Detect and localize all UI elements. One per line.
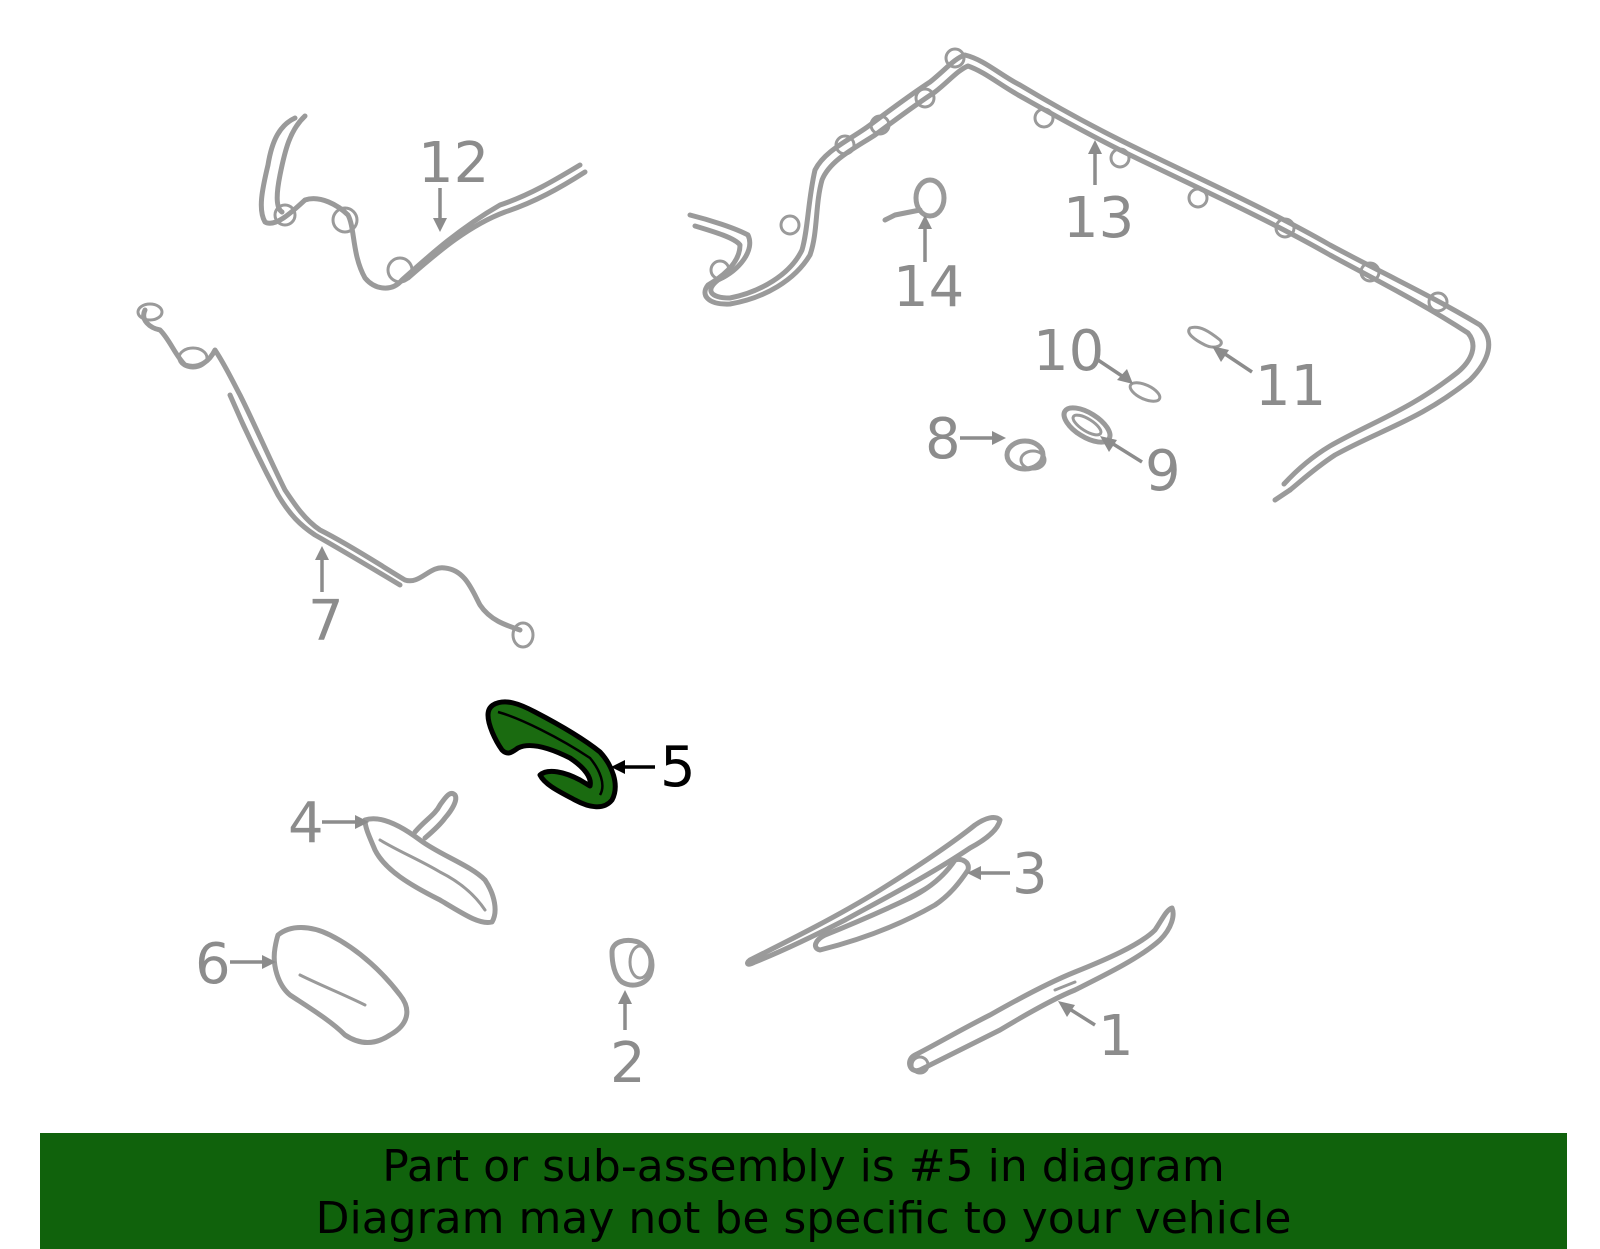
part-6-pad	[271, 925, 410, 1045]
callout-3: 3	[1012, 842, 1048, 907]
banner-line-1: Part or sub-assembly is #5 in diagram	[382, 1141, 1225, 1192]
callout-10: 10	[1033, 319, 1104, 384]
callout-2: 2	[610, 1031, 646, 1096]
callout-4: 4	[288, 791, 324, 856]
banner-line-2: Diagram may not be specific to your vehi…	[315, 1193, 1292, 1244]
part-7-hose	[136, 302, 535, 649]
callout-14: 14	[893, 255, 964, 320]
callout-8: 8	[925, 407, 961, 472]
info-banner: Part or sub-assembly is #5 in diagram Di…	[40, 1133, 1567, 1249]
callout-7: 7	[308, 589, 344, 654]
part-11-clip	[1187, 325, 1223, 349]
parts-diagram: 12 13 14 10 11 9 8 7 5 4 3 6 2 1	[136, 47, 1492, 1096]
callout-11: 11	[1255, 354, 1326, 419]
callout-1: 1	[1098, 1004, 1134, 1069]
callout-arrows	[230, 140, 1253, 1030]
part-10-clip	[1128, 381, 1162, 403]
part-5-highlighted[interactable]	[485, 699, 618, 810]
callout-6: 6	[195, 932, 231, 997]
callout-12: 12	[418, 131, 489, 196]
part-3-blade	[745, 815, 1003, 967]
part-4-housing	[362, 790, 498, 926]
part-1-arm	[907, 905, 1176, 1075]
callout-9: 9	[1145, 439, 1181, 504]
part-8-cap	[1004, 438, 1047, 472]
part-2-grommet	[609, 937, 655, 988]
part-13-hose	[687, 47, 1492, 503]
part-14-nozzle	[882, 177, 947, 223]
callout-5: 5	[660, 735, 696, 800]
callout-13: 13	[1063, 186, 1134, 251]
part-12-hose	[258, 113, 588, 291]
